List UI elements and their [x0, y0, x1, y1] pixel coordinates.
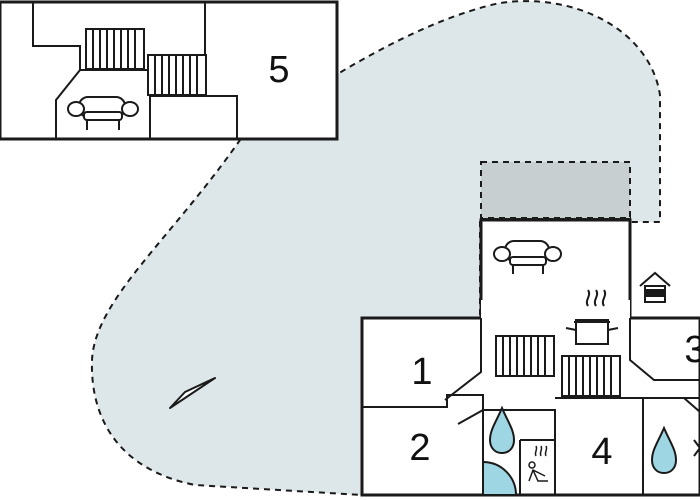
house-icon: [639, 271, 671, 303]
room-label-2: 2: [409, 427, 430, 469]
room-label-4: 4: [591, 431, 612, 473]
sofa-icon: [493, 240, 562, 274]
stairs-icon: [85, 28, 145, 70]
upper-floor: 5: [0, 0, 339, 141]
room-label-5: 5: [268, 49, 289, 91]
shower-icon: [482, 460, 518, 496]
stairs-icon: [147, 54, 207, 96]
terrace: [480, 161, 631, 219]
sofa-icon: [67, 96, 139, 130]
shower-icon: [650, 425, 678, 475]
room-label-3: 3: [684, 329, 700, 371]
shower-icon: [488, 405, 516, 455]
sauna-icon: [528, 445, 548, 482]
cooking-pot-icon: [565, 289, 619, 345]
stairs-icon: [495, 335, 555, 377]
ground-floor: 1 2 3 4: [360, 218, 700, 497]
stairs-icon: [561, 355, 621, 397]
north-arrow-icon: [169, 377, 216, 409]
room-label-1: 1: [411, 351, 432, 393]
door-marker: [693, 439, 700, 457]
outdoor-area: [90, 0, 661, 497]
